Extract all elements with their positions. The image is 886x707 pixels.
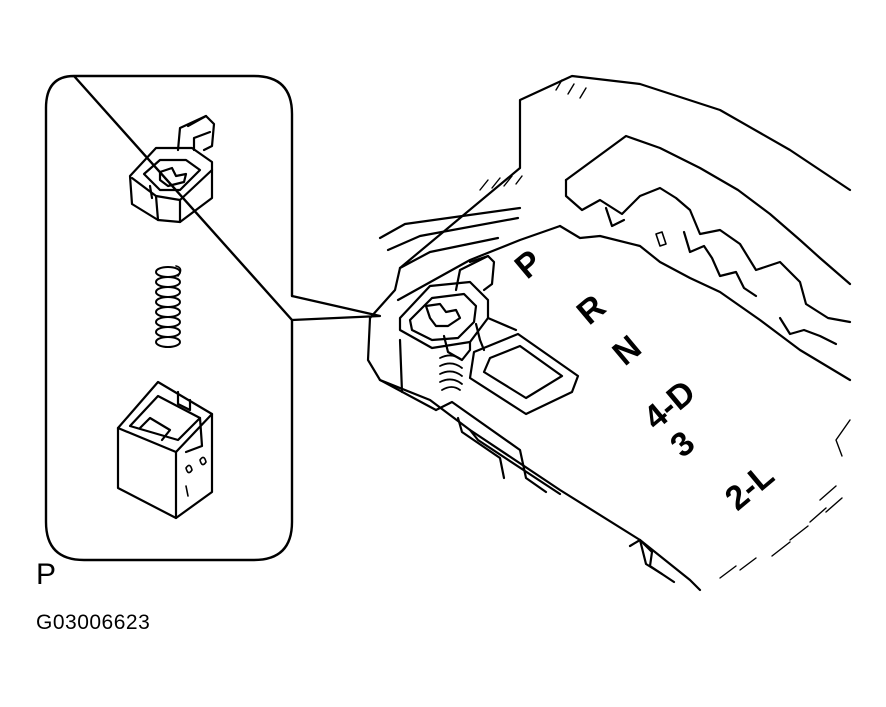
button-housing-part bbox=[116, 380, 214, 520]
detail-callout-box bbox=[44, 74, 294, 562]
figure-code: G03006623 bbox=[36, 611, 151, 634]
spring-part bbox=[155, 265, 182, 348]
shift-label-n: N bbox=[605, 328, 648, 373]
console-housing bbox=[366, 74, 852, 592]
callout-leader bbox=[290, 294, 382, 322]
view-letter: P bbox=[36, 558, 57, 591]
installed-shift-lock-button bbox=[398, 254, 496, 391]
shift-label-p: P bbox=[508, 243, 550, 287]
shift-label-r: R bbox=[570, 287, 613, 332]
shift-label-3: 3 bbox=[663, 424, 702, 465]
button-cap-part bbox=[128, 114, 216, 224]
shift-position-labels: P R N 4-D 3 2-L bbox=[508, 243, 782, 518]
shift-label-2l: 2-L bbox=[718, 456, 781, 518]
shift-label-4d: 4-D bbox=[636, 373, 702, 437]
